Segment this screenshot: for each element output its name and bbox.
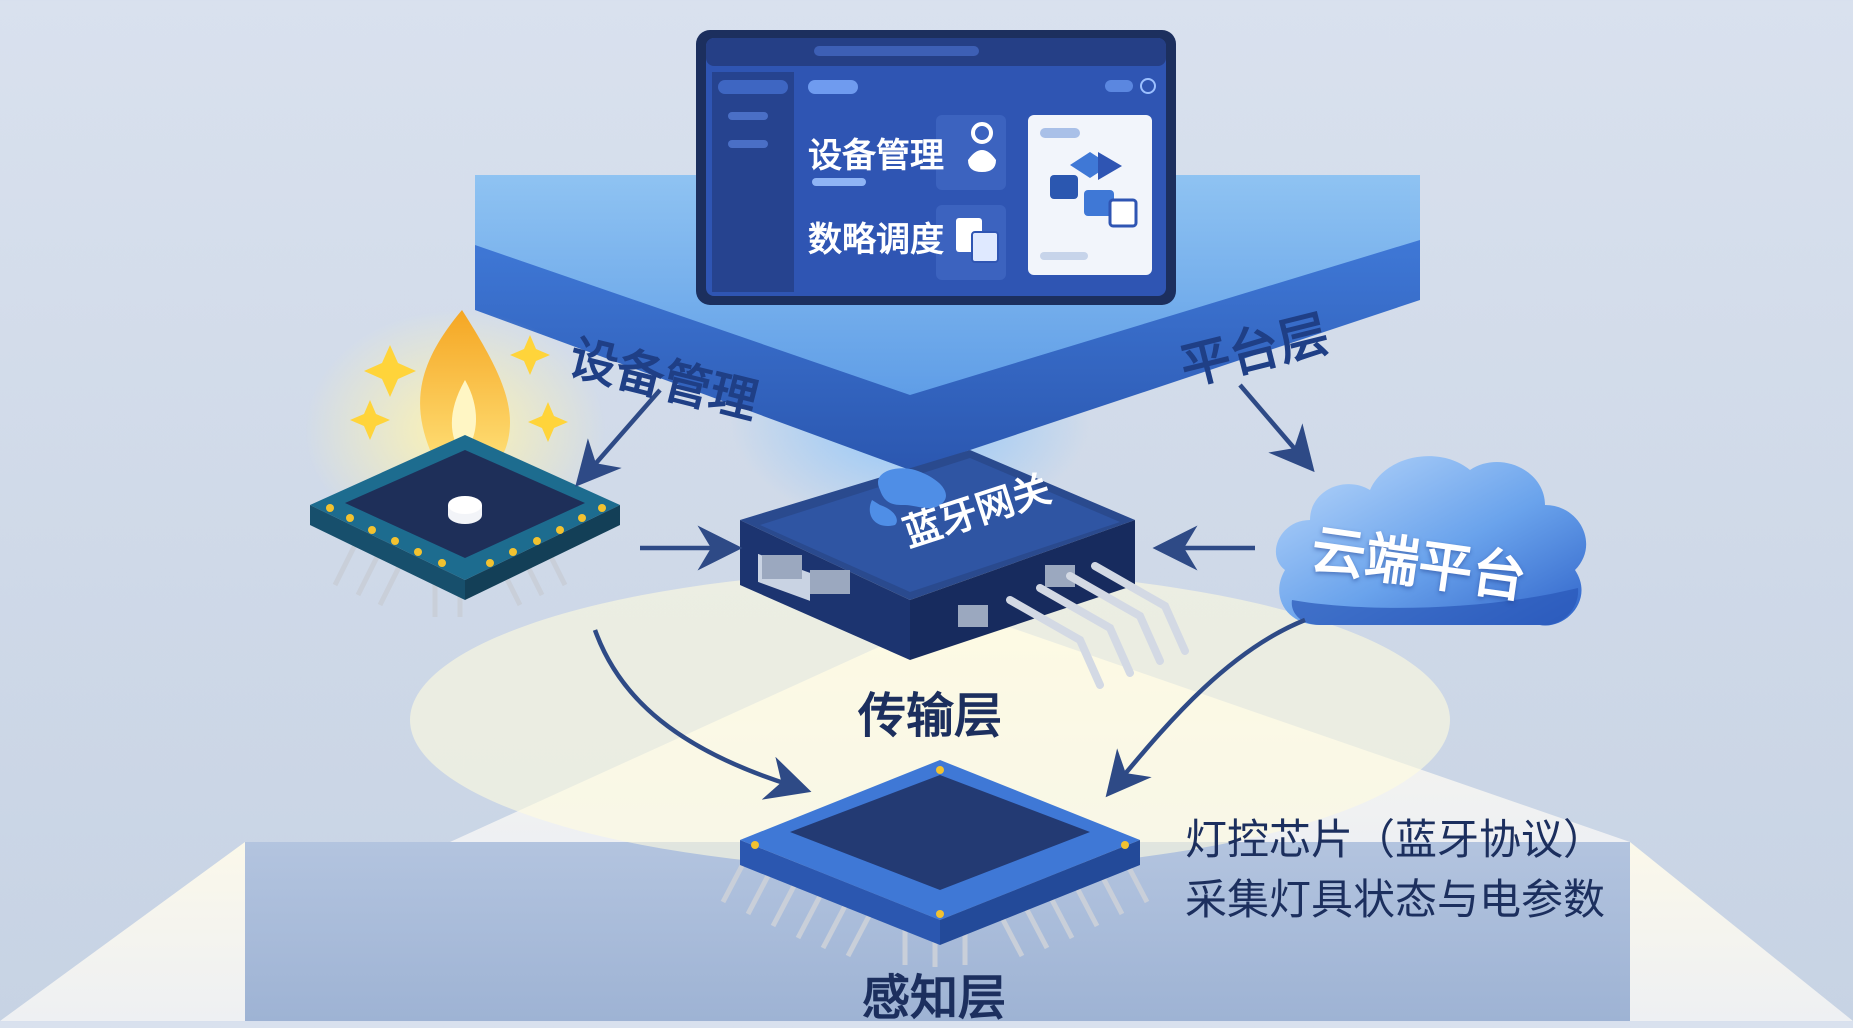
- perception-desc-line1: 灯控芯片（蓝牙协议）: [1185, 815, 1606, 864]
- light-control-chip-top: [310, 435, 620, 617]
- device-icon: [968, 122, 996, 172]
- gateway-ports: [762, 555, 1075, 627]
- arrow-chip-to-perception: [592, 629, 812, 800]
- bluetooth-gateway-device: [740, 450, 1189, 689]
- platform-dashboard-screen: [696, 30, 1176, 305]
- screen-item-scheduling[interactable]: 数略调度: [808, 220, 944, 260]
- transport-layer-label: 传输层: [858, 688, 1003, 744]
- document-icon: [956, 218, 999, 263]
- screen-item-device-management[interactable]: 设备管理: [808, 136, 944, 176]
- arrow-cloud-to-perception: [1105, 617, 1306, 798]
- arrow-platform-to-chip: [575, 388, 662, 487]
- flow-icon: [1050, 152, 1138, 228]
- perception-layer-block: [0, 570, 1853, 1021]
- perception-desc-line2: 采集灯具状态与电参数: [1185, 875, 1606, 924]
- arrow-platform-to-cloud: [1238, 383, 1315, 473]
- perception-chip: [720, 760, 1150, 967]
- arrows: [575, 383, 1315, 800]
- cloud-platform-icon: [1275, 456, 1587, 626]
- sparkle-icon: [350, 335, 568, 442]
- perception-layer-label: 感知层: [862, 970, 1007, 1026]
- flame-icon: [420, 310, 511, 473]
